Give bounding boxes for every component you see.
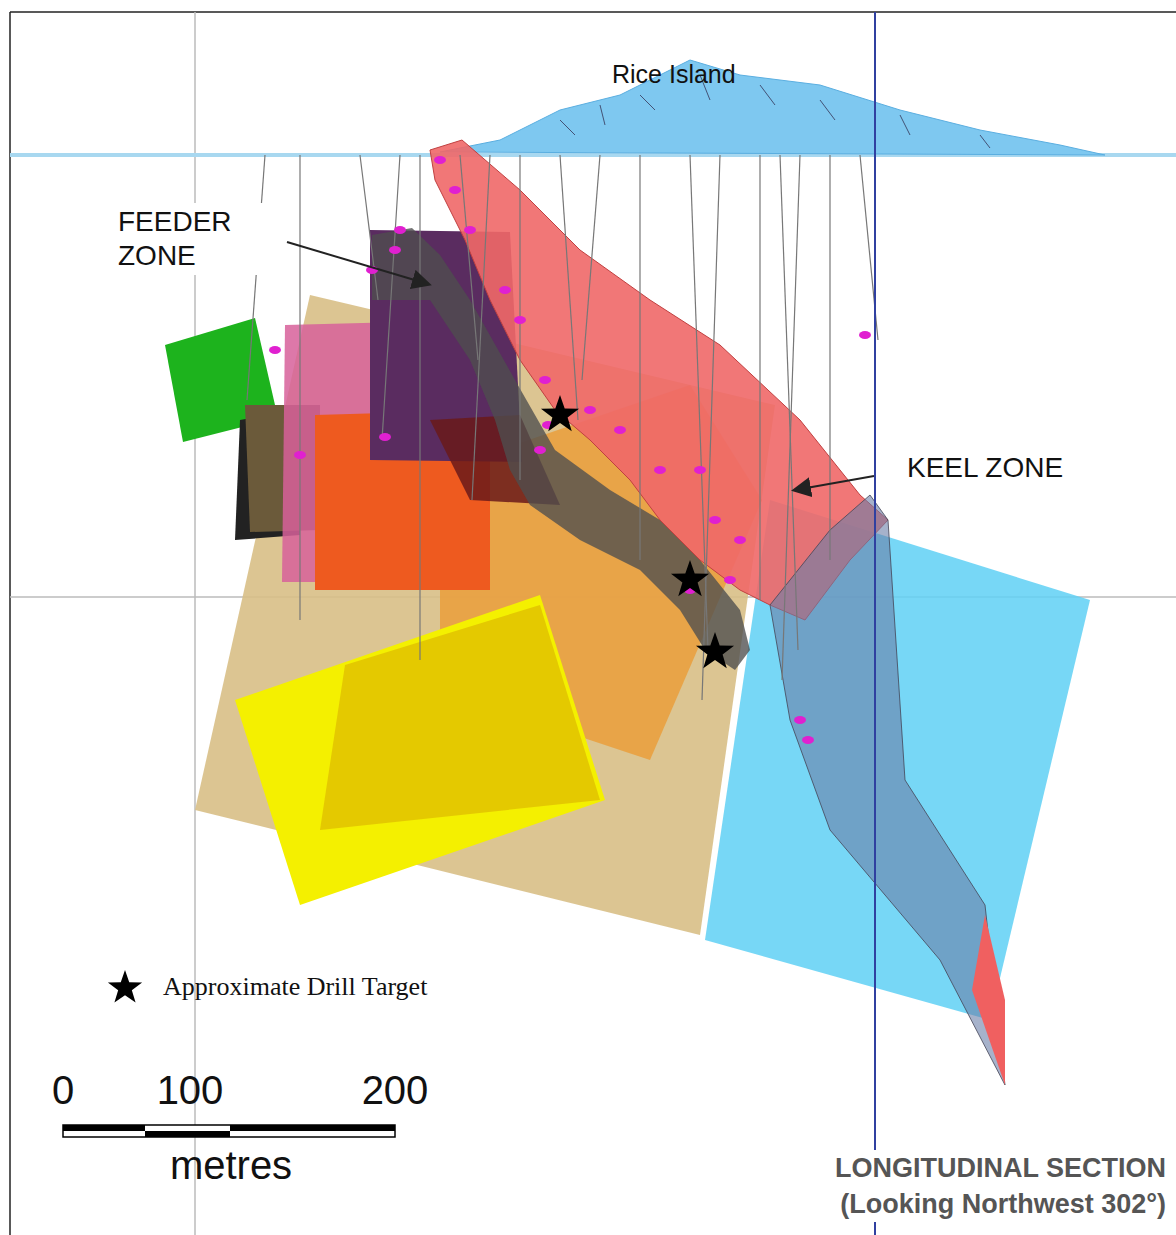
intercept-dot	[859, 331, 871, 339]
intercept-dot	[724, 576, 736, 584]
intercept-dot	[389, 246, 401, 254]
legend-star	[107, 970, 143, 1006]
intercept-dot	[534, 446, 546, 454]
intercept-dot	[654, 466, 666, 474]
drill-hole	[780, 155, 798, 650]
legend-text: Approximate Drill Target	[163, 972, 427, 1002]
scale-number: 0	[52, 1068, 74, 1113]
intercept-dot	[514, 316, 526, 324]
intercept-dot	[379, 433, 391, 441]
drill-hole	[472, 155, 490, 500]
section-caption: LONGITUDINAL SECTION (Looking Northwest …	[744, 1150, 1168, 1222]
intercept-dot	[499, 286, 511, 294]
drill-hole	[560, 155, 578, 420]
drill-hole	[829, 155, 830, 560]
intercept-dot	[794, 716, 806, 724]
scale-number: 100	[157, 1068, 224, 1113]
intercept-dot	[709, 516, 721, 524]
drill-hole	[299, 155, 300, 620]
zone-name: FEEDER ZONE	[112, 203, 274, 275]
drill-hole	[360, 155, 378, 300]
intercept-dot	[734, 536, 746, 544]
intercept-dot	[449, 186, 461, 194]
drill-hole	[702, 155, 720, 700]
intercept-dot	[269, 346, 281, 354]
intercept-dot	[434, 156, 446, 164]
drill-hole	[782, 155, 800, 680]
intercept-dot	[584, 406, 596, 414]
drill-hole	[582, 155, 600, 380]
drill-hole	[419, 155, 420, 660]
scale-number: 200	[362, 1068, 429, 1113]
intercept-dot	[394, 226, 406, 234]
intercept-dot	[802, 736, 814, 744]
zone-name: KEEL ZONE	[903, 452, 1067, 484]
intercept-dot	[294, 451, 306, 459]
intercept-dot	[694, 466, 706, 474]
intercept-dot	[539, 376, 551, 384]
intercept-dot	[614, 426, 626, 434]
drill-hole	[382, 155, 400, 440]
intercept-dot	[464, 226, 476, 234]
drill-hole	[460, 155, 478, 360]
drill-hole	[247, 155, 265, 400]
drill-hole	[639, 155, 640, 560]
drill-hole	[759, 155, 760, 600]
scale-unit: metres	[170, 1143, 292, 1188]
island-name: Rice Island	[612, 60, 736, 89]
